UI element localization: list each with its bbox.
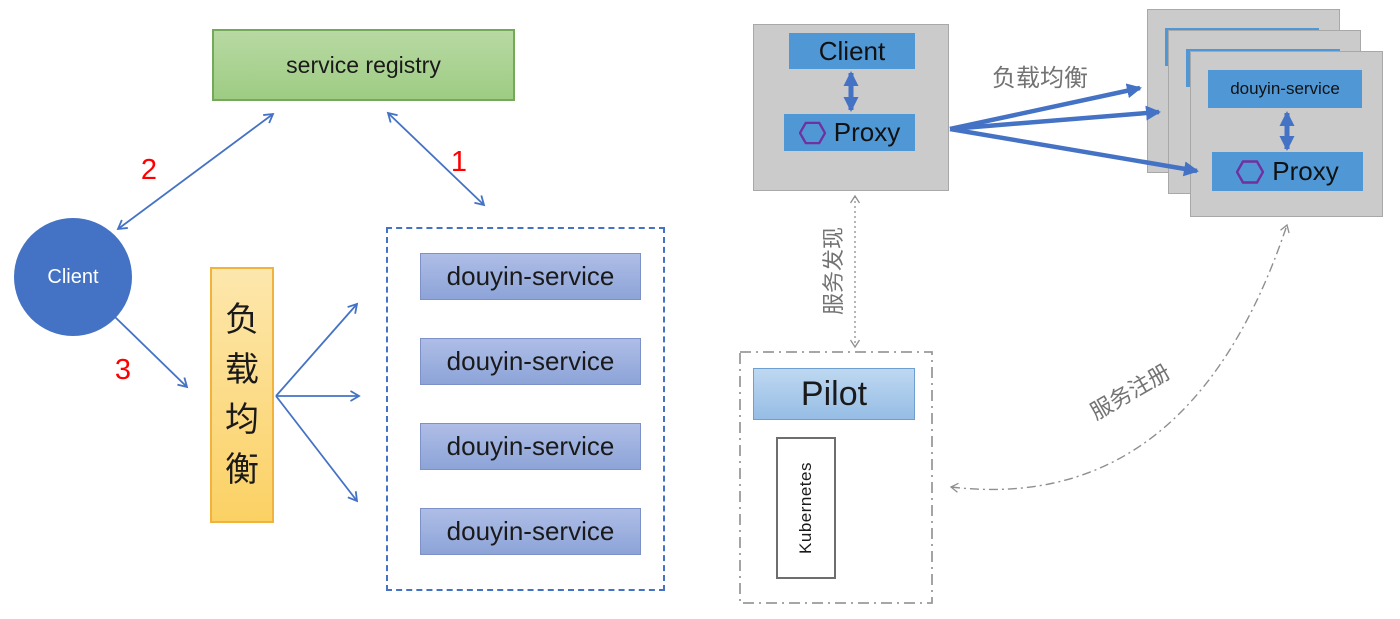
- douyin-service-label: douyin-service: [446, 261, 615, 291]
- service-registry-label: service registry: [286, 51, 441, 78]
- service-proxy-label: Proxy: [1272, 156, 1339, 186]
- douyin-service-box-4: douyin-service: [420, 508, 641, 555]
- step-1-label: 1: [450, 146, 468, 178]
- douyin-service-label: douyin-service: [446, 516, 615, 546]
- load-balance-arrow-label: 负载均衡: [992, 65, 1088, 92]
- arrow-service-registration: [949, 223, 1290, 493]
- arrow-proxy-pod-middle: [949, 105, 1161, 132]
- kubernetes-label: Kubernetes: [796, 462, 816, 554]
- pilot-label: Pilot: [800, 374, 868, 413]
- client-proxy-box: Proxy: [784, 114, 915, 151]
- load-balancer-label: 负载均衡: [225, 301, 259, 489]
- arrow-lb-service-bottom: [275, 395, 359, 503]
- douyin-service-box-1: douyin-service: [420, 253, 641, 300]
- client-proxy-label: Proxy: [833, 117, 901, 147]
- mesh-douyin-service-label: douyin-service: [1230, 79, 1340, 98]
- pilot-box: Pilot: [753, 368, 915, 420]
- arrow-proxy-pod-back: [949, 83, 1142, 132]
- client-label: Client: [47, 265, 99, 288]
- service-discovery-label: 服务发现: [821, 227, 846, 316]
- mesh-client-box: Client: [789, 33, 915, 69]
- mesh-client-label: Client: [818, 35, 886, 66]
- step-2-label: 2: [140, 154, 158, 186]
- proxy-hexagon-icon: [1236, 159, 1265, 184]
- service-proxy-box: Proxy: [1212, 152, 1363, 191]
- load-balancer-box: 负载均衡: [210, 267, 274, 523]
- douyin-service-label: douyin-service: [446, 431, 615, 461]
- proxy-hexagon-icon: [798, 121, 826, 144]
- step-3-label: 3: [114, 354, 132, 386]
- services-group-dashed-box: [386, 227, 665, 591]
- service-registration-label: 服务注册: [1085, 359, 1175, 425]
- douyin-service-box-3: douyin-service: [420, 423, 641, 470]
- service-registry-box: service registry: [212, 29, 515, 101]
- arrow-lb-service-top: [275, 302, 359, 397]
- mesh-douyin-service-box: douyin-service: [1208, 70, 1362, 108]
- client-circle: Client: [14, 218, 132, 336]
- douyin-service-label: douyin-service: [446, 346, 615, 376]
- douyin-service-box-2: douyin-service: [420, 338, 641, 385]
- kubernetes-box: Kubernetes: [776, 437, 836, 579]
